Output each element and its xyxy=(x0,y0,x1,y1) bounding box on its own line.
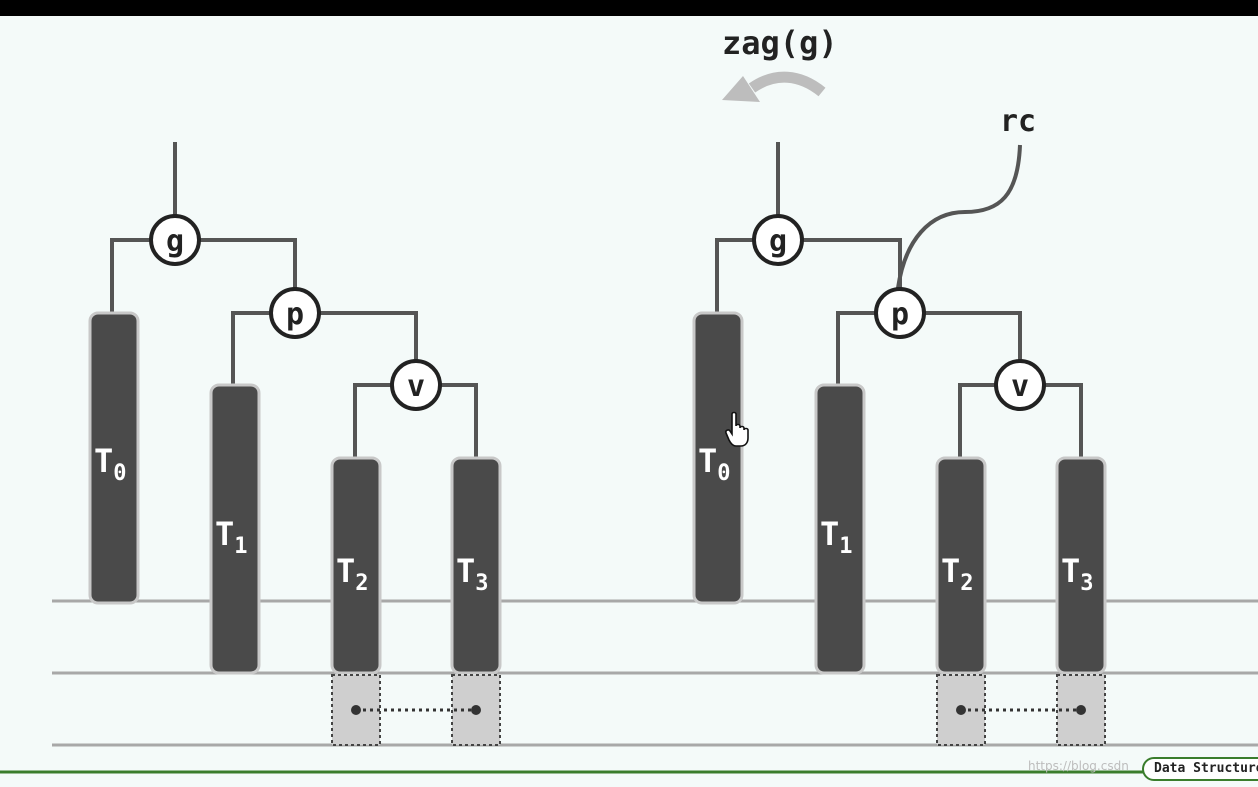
rotate-left-arrow-icon xyxy=(722,71,826,102)
course-badge: Data Structures xyxy=(1142,757,1258,781)
rc-label: rc xyxy=(1000,104,1036,139)
node-g-label: g xyxy=(769,224,787,259)
subtree-label: T3 xyxy=(456,552,489,596)
left-tree: T0 T1 T2 T3 g p v xyxy=(88,142,502,746)
node-p xyxy=(874,287,926,339)
top-bar xyxy=(0,0,1258,16)
operation-caption: zag(g) xyxy=(722,24,838,62)
node-g xyxy=(149,214,201,266)
node-v xyxy=(994,359,1046,411)
external-dot xyxy=(1076,705,1086,715)
node-v-label: v xyxy=(1011,369,1029,404)
subtree-t2 xyxy=(330,456,382,675)
right-tree: T0 T1 T2 T3 g p v rc xyxy=(692,104,1107,746)
node-v xyxy=(390,359,442,411)
rc-pointer-curve xyxy=(896,144,1022,289)
subtree-label: T1 xyxy=(215,515,248,559)
subtree-t3 xyxy=(450,456,502,675)
external-dot xyxy=(956,705,966,715)
subtree-label: T3 xyxy=(1061,552,1094,596)
subtree-label: T0 xyxy=(698,442,731,486)
external-dot xyxy=(351,705,361,715)
hand-cursor-icon xyxy=(725,411,749,447)
node-v-label: v xyxy=(407,369,425,404)
subtree-t0 xyxy=(88,311,140,605)
subtree-t1 xyxy=(814,383,866,675)
subtree-t0 xyxy=(692,311,744,605)
subtree-t3 xyxy=(1055,456,1107,675)
watermark: https://blog.csdn xyxy=(1028,759,1129,773)
subtree-label: T2 xyxy=(941,552,974,596)
node-g-label: g xyxy=(166,224,184,259)
subtree-label: T0 xyxy=(94,442,127,486)
node-p-label: p xyxy=(286,297,304,332)
node-p xyxy=(269,287,321,339)
subtree-t2 xyxy=(935,456,987,675)
node-g xyxy=(752,214,804,266)
external-dot xyxy=(471,705,481,715)
node-p-label: p xyxy=(891,297,909,332)
subtree-label: T1 xyxy=(820,515,853,559)
subtree-t1 xyxy=(209,383,261,675)
subtree-label: T2 xyxy=(336,552,369,596)
